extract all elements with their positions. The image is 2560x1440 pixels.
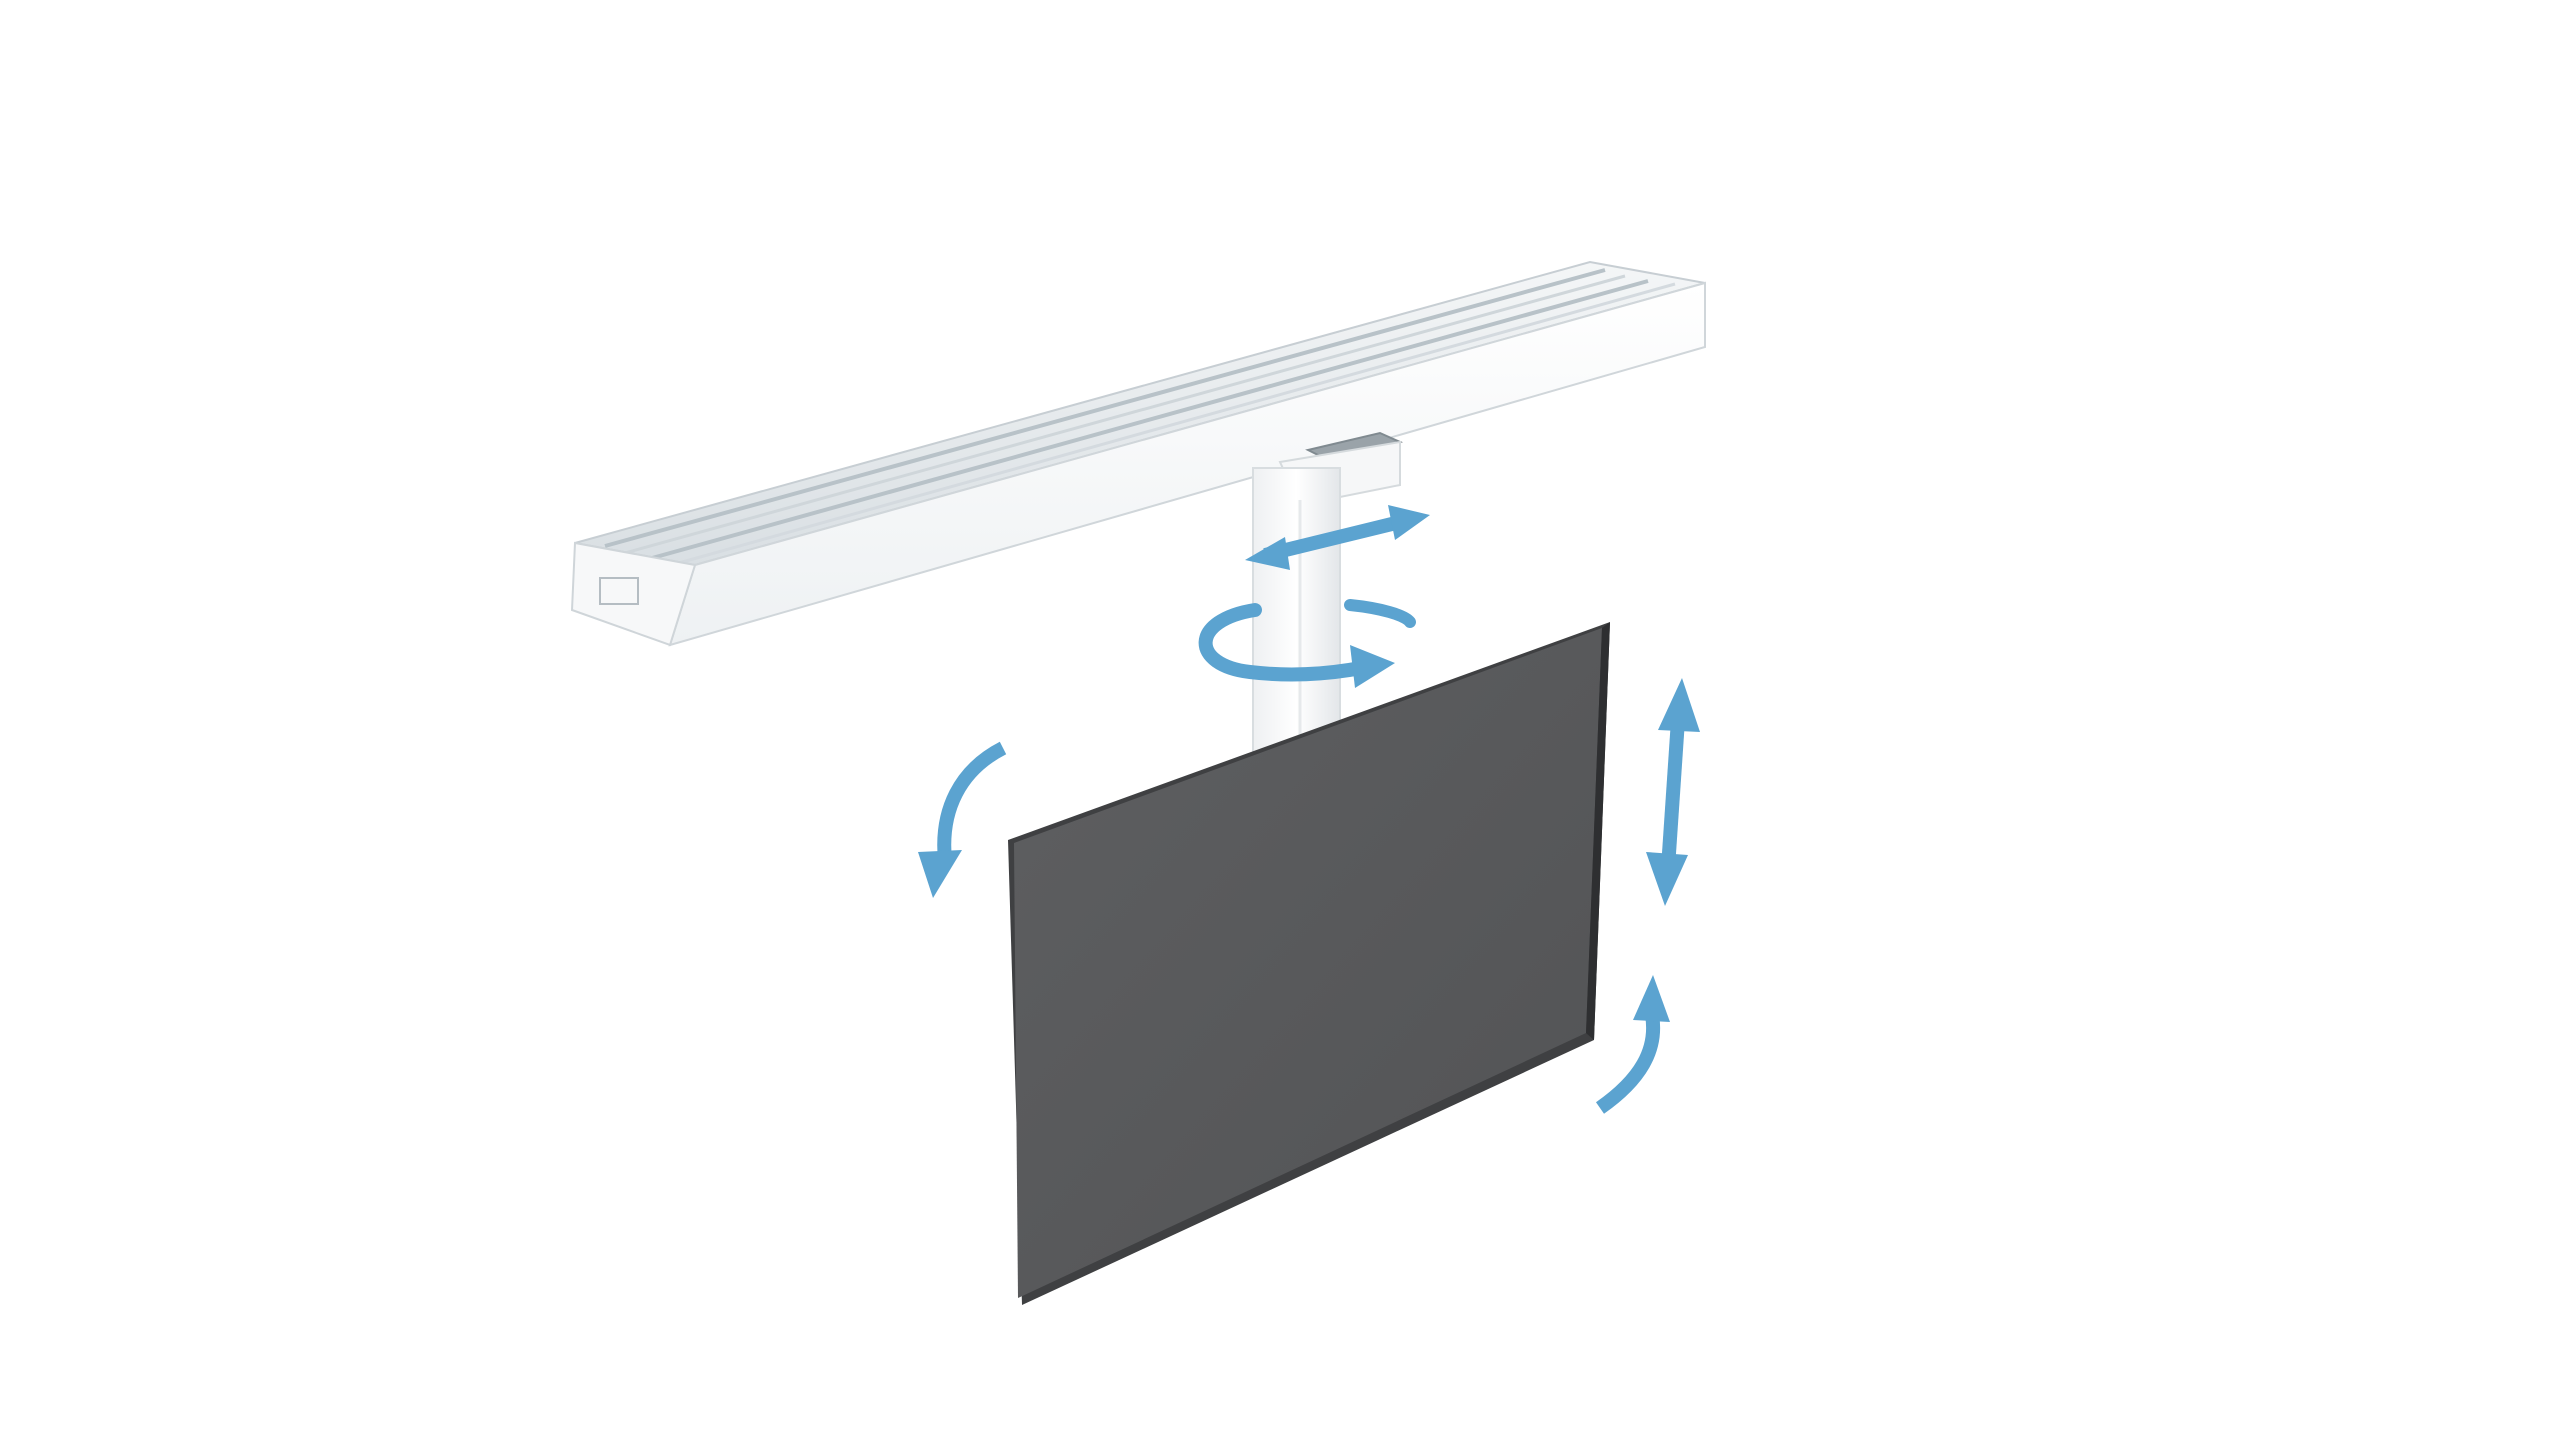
motion-arrows bbox=[918, 505, 1700, 1114]
slide-arrow-head-left bbox=[1245, 537, 1290, 570]
tv-panel bbox=[1014, 628, 1602, 1298]
rail-groove bbox=[604, 268, 1606, 548]
vertical-post bbox=[1252, 467, 1341, 759]
rail-front-face bbox=[668, 281, 1706, 647]
height-arrow-head-top bbox=[1658, 678, 1700, 732]
tilt-arrow-right-head bbox=[1633, 975, 1670, 1022]
slide-arrow-icon bbox=[1245, 505, 1430, 570]
post-column bbox=[1252, 467, 1341, 759]
tilt-arrow-left-head bbox=[918, 850, 962, 898]
rotate-arrow-head bbox=[1350, 645, 1395, 688]
tilt-arrow-left-icon bbox=[918, 741, 1007, 898]
height-arrow-head-bottom bbox=[1646, 852, 1688, 906]
rail-groove bbox=[644, 279, 1649, 562]
tv-edge bbox=[1586, 622, 1610, 1040]
rotate-arrow-icon bbox=[1198, 599, 1416, 688]
rail-end-cap bbox=[570, 541, 697, 647]
tv-screen bbox=[1008, 622, 1610, 1305]
slide-arrow-head-right bbox=[1388, 505, 1430, 540]
tilt-arrow-right-icon bbox=[1595, 975, 1670, 1114]
height-arrow-icon bbox=[1646, 678, 1700, 906]
rail-groove bbox=[624, 274, 1626, 555]
ceiling-rail bbox=[570, 260, 1706, 647]
rail-groove bbox=[667, 282, 1676, 568]
rail-end-label-icon bbox=[599, 577, 639, 605]
